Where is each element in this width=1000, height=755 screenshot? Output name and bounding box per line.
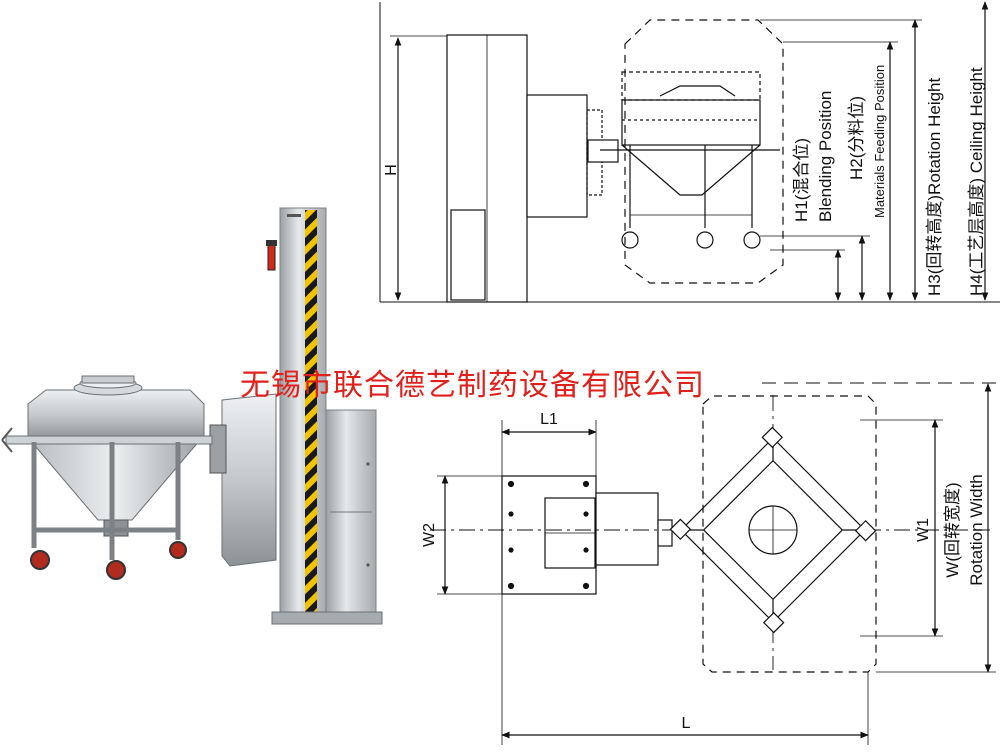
bin-cone	[28, 439, 202, 521]
hazard-stripe	[305, 210, 317, 614]
arm-top	[595, 492, 659, 566]
wheel-icon	[169, 541, 187, 559]
machine-base	[271, 611, 383, 625]
machine-illustration	[1, 207, 383, 625]
w2-label: W2	[421, 523, 438, 547]
w-en-label: Rotation Width	[967, 474, 986, 586]
h2-en-label: Materials Feeding Position	[872, 65, 887, 218]
rotation-envelope	[702, 395, 877, 673]
control-cabinet	[325, 409, 377, 619]
arm-housing	[526, 94, 588, 218]
side-view-drawing	[379, 1, 1000, 303]
w-cn-label: W(回转宽度)	[943, 482, 962, 577]
l-label: L	[682, 715, 691, 732]
h4-label: H4(工艺层高度) Ceiling Height	[967, 67, 986, 296]
signal-light	[267, 243, 276, 271]
bin-rotation-envelope	[624, 19, 784, 284]
h1-en-label: Blending Position	[816, 91, 835, 222]
wheel-icon	[106, 560, 126, 580]
wheel-icon	[30, 550, 50, 570]
h2-cn-label: H2(分料位)	[847, 96, 866, 180]
cabinet-outline	[450, 209, 486, 301]
h-label: H	[383, 164, 400, 176]
bin-body	[27, 389, 205, 441]
company-watermark: 无锡市联合德艺制药设备有限公司	[240, 368, 705, 403]
top-view-drawing	[430, 383, 996, 745]
h1-cn-label: H1(混合位)	[792, 138, 811, 222]
w1-label: W1	[915, 518, 932, 542]
lift-column	[279, 207, 327, 617]
h3-label: H3(回转高度)Rotation Height	[925, 77, 944, 296]
l1-label: L1	[540, 411, 558, 428]
rotating-arm	[221, 393, 277, 567]
